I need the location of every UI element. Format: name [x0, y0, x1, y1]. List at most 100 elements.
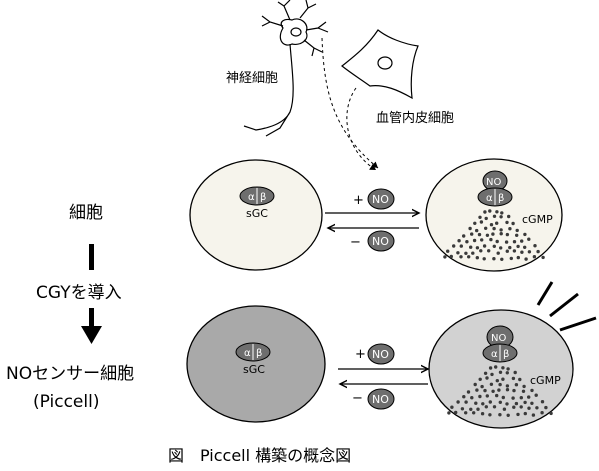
cgmp-dot	[488, 366, 493, 370]
cgmp-dot	[544, 405, 548, 410]
cgmp-dot	[446, 249, 450, 253]
cgmp-dot	[495, 393, 499, 398]
endothelial-label: 血管内皮細胞	[376, 110, 454, 126]
cgmp-dot	[476, 407, 480, 411]
sgc-active-sensor: NO α β	[482, 325, 518, 363]
cgmp-dot	[505, 232, 510, 237]
cgmp-dot	[505, 384, 510, 388]
cgmp-label: cGMP	[522, 213, 553, 226]
cgmp-dot	[515, 228, 519, 233]
cgmp-dot	[498, 400, 502, 404]
cgmp-dot	[515, 233, 519, 237]
cgmp-dot	[511, 221, 515, 226]
cgmp-dot	[508, 227, 512, 231]
cgmp-dot	[506, 367, 510, 371]
cgmp-dot	[519, 405, 523, 409]
cgmp-dot	[501, 377, 505, 381]
neuron-illustration	[243, 0, 329, 137]
cgmp-dot	[497, 388, 501, 392]
cgmp-dot	[508, 245, 512, 250]
cgmp-dot	[475, 388, 479, 392]
sgc-label: sGC	[243, 363, 265, 376]
cgmp-dot	[506, 413, 510, 417]
svg-text:β: β	[498, 193, 504, 204]
cgmp-dot	[513, 370, 517, 375]
cgmp-dot	[531, 413, 536, 417]
cgmp-dot	[462, 234, 466, 238]
cgmp-dot	[512, 405, 516, 409]
cgmp-dot	[534, 393, 538, 397]
cgmp-dot	[482, 257, 486, 261]
cgmp-dot	[473, 221, 477, 225]
svg-text:β: β	[503, 349, 509, 360]
cgmp-dot	[520, 239, 524, 243]
plus-sign: +	[353, 193, 364, 208]
cgmp-dot	[541, 255, 545, 260]
no-molecule	[367, 343, 395, 365]
cgmp-dot	[499, 246, 503, 250]
cgmp-dot	[521, 389, 526, 393]
svg-text:β: β	[260, 192, 266, 203]
cgmp-dot	[495, 210, 499, 214]
cgmp-dot	[530, 401, 534, 405]
cgmp-dots	[443, 209, 545, 261]
cgmp-dot	[492, 405, 497, 409]
cgmp-dot	[492, 226, 496, 231]
cgmp-dot	[527, 395, 531, 399]
cgmp-dot	[484, 216, 488, 221]
cgmp-dot	[501, 395, 505, 400]
cgmp-dot	[490, 372, 494, 377]
cgmp-dot	[501, 366, 505, 370]
cgmp-dot	[459, 255, 463, 259]
cgmp-dot	[457, 239, 461, 243]
cgmp-dot	[523, 411, 527, 416]
cgmp-dot	[465, 240, 469, 244]
cgmp-dot	[498, 382, 502, 387]
cgmp-dot	[460, 407, 465, 411]
cgmp-dot	[505, 402, 509, 406]
cgmp-dot	[459, 244, 463, 248]
svg-text:β: β	[256, 348, 262, 359]
cgmp-dot	[489, 223, 494, 227]
cgmp-dot	[532, 255, 537, 259]
cgmp-dot	[527, 250, 532, 254]
cgmp-dot	[464, 411, 468, 415]
cgmp-dot	[507, 214, 511, 219]
sensor-cell-inactive	[186, 305, 326, 423]
svg-text:α: α	[248, 192, 255, 203]
cgmp-dot	[504, 240, 509, 244]
cgmp-dot	[505, 388, 510, 392]
cgmp-dot	[520, 250, 524, 254]
cgmp-dot	[511, 376, 516, 381]
cgmp-dot	[475, 228, 479, 233]
cgmp-dot	[485, 394, 489, 398]
cgmp-dot	[471, 251, 475, 255]
cgmp-dot	[478, 377, 482, 381]
sensor-cell-active	[428, 309, 574, 429]
cgmp-dot	[456, 251, 460, 255]
sensor-cell-label: NOセンサー細胞	[6, 364, 134, 384]
cgmp-dot	[469, 245, 473, 249]
cgmp-dot	[518, 377, 522, 382]
cgmp-dot	[466, 390, 471, 394]
cgmp-dot	[477, 232, 482, 237]
cgmp-dot	[511, 396, 515, 400]
cgmp-dot	[495, 379, 499, 383]
cgmp-dot	[488, 209, 492, 213]
cgmp-dot	[530, 388, 534, 393]
minus-sign: −	[350, 235, 361, 250]
cgmp-dot	[495, 221, 499, 225]
cgmp-dot	[464, 251, 468, 255]
cgmp-dot	[489, 237, 493, 242]
cgmp-dot	[523, 245, 527, 249]
cgmp-dot	[491, 389, 495, 393]
no-molecule	[367, 188, 395, 210]
cgmp-dot	[487, 249, 491, 253]
cgmp-dot	[481, 402, 485, 406]
svg-text:α: α	[491, 349, 498, 360]
cgmp-dot	[512, 240, 517, 244]
cgmp-dot	[549, 411, 553, 416]
process-arrow-head	[81, 326, 102, 344]
cgmp-dot	[480, 384, 484, 389]
sgc-label: sGC	[246, 207, 268, 220]
